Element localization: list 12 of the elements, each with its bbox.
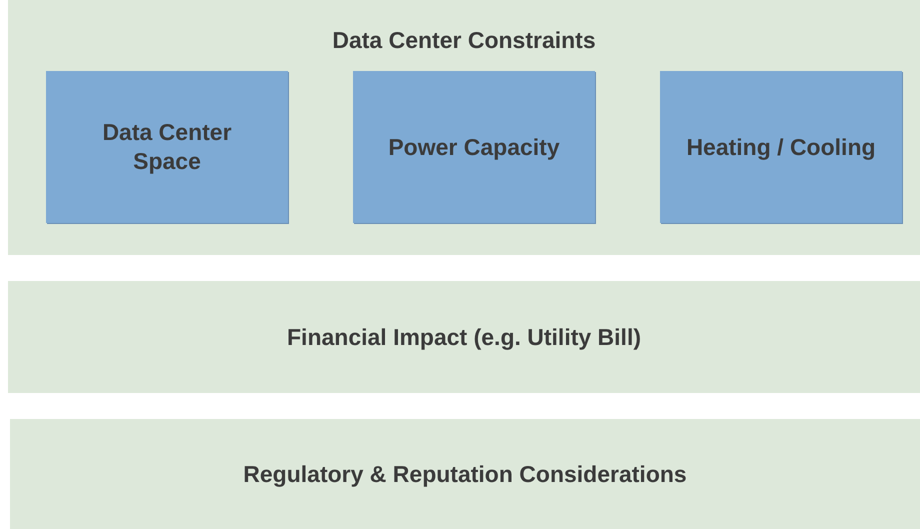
section-band: [10, 419, 920, 529]
section-band: [8, 0, 920, 255]
box-label: Regulatory & Reputation Considerations: [243, 460, 687, 488]
section-band: [8, 281, 920, 393]
box-label: Financial Impact (e.g. Utility Bill): [287, 322, 641, 352]
constraint-box: [353, 71, 595, 223]
constraint-box: [46, 71, 288, 223]
box-label: Heating / Cooling: [686, 132, 876, 162]
box-label: Data Center Space: [101, 118, 233, 176]
constraint-box: [660, 71, 902, 223]
section-heading: Data Center Constraints: [332, 26, 596, 55]
box-label: Power Capacity: [388, 132, 560, 162]
